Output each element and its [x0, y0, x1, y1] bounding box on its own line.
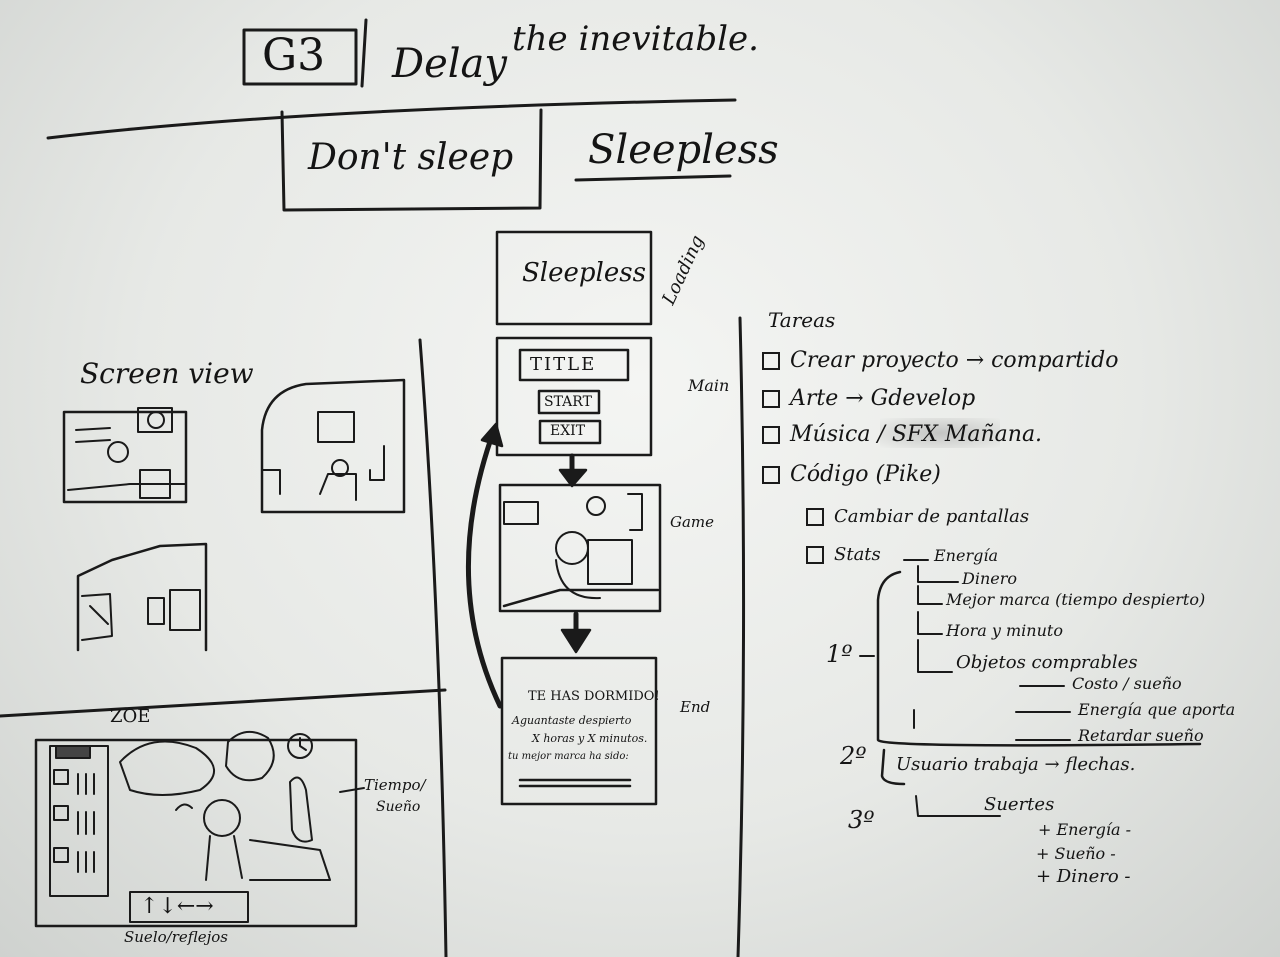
checkbox-icon [806, 508, 824, 526]
task-item-label: Código (Pike) [790, 462, 941, 487]
end-screen-line-3: X horas y X minutos. [532, 732, 648, 745]
checkbox-icon [762, 426, 780, 444]
end-screen-line-4: tu mejor marca ha sido: [508, 751, 629, 762]
end-screen-line-1: TE HAS DORMIDO! [528, 689, 660, 704]
checkbox-icon [762, 352, 780, 370]
suerte-item: + Sueño - [1036, 844, 1116, 863]
task-item-label: Música / SFX Mañana. [790, 422, 1043, 447]
arrow-keys-label: ↑↓←→ [140, 894, 214, 919]
theme-text-delay: Delay [392, 41, 507, 87]
stat-item: Objetos comprables [956, 652, 1138, 673]
suerte-item: + Dinero - [1036, 866, 1131, 887]
main-exit-text: EXIT [550, 423, 586, 439]
object-item: Retardar sueño [1078, 726, 1204, 745]
loading-screen-title: Sleepless [522, 258, 646, 288]
screen-view-label: Screen view [80, 357, 254, 390]
option-sleepless: Sleepless [588, 127, 779, 173]
main-label: Main [688, 376, 730, 395]
priority-1-label: 1º [826, 640, 853, 668]
suertes-heading: Suertes [984, 794, 1055, 815]
priority-3-label: 3º [848, 806, 875, 834]
main-start-text: START [544, 394, 592, 410]
task-item-label: Crear proyecto → compartido [790, 348, 1119, 373]
group-label: G3 [262, 30, 326, 81]
task-item-label: Arte → Gdevelop [790, 386, 976, 411]
priority-2-label: 2º [840, 742, 867, 770]
usuario-trabaja-text: Usuario trabaja → flechas. [896, 754, 1136, 775]
erased-smudge [880, 418, 1000, 448]
suelo-label: Suelo/reflejos [124, 928, 229, 946]
stat-item: Hora y minuto [946, 621, 1063, 640]
checkbox-icon [806, 546, 824, 564]
stat-item: Mejor marca (tiempo despierto) [946, 590, 1206, 609]
checkbox-icon [762, 390, 780, 408]
suerte-item: + Energía - [1038, 820, 1131, 839]
object-item: Energía que aporta [1078, 700, 1236, 719]
stat-item: Dinero [962, 569, 1017, 588]
sueno-label: Sueño [376, 799, 421, 815]
main-title-text: TITLE [530, 354, 597, 375]
task-item: Código (Pike) [762, 464, 941, 486]
end-screen-line-2: Aguantaste despierto [512, 714, 632, 727]
zoe-label: ZOE [110, 706, 151, 727]
option-dont-sleep: Don't sleep [308, 137, 514, 178]
tiempo-label: Tiempo/ [364, 776, 426, 794]
task-item: Crear proyecto → compartido [762, 350, 1118, 372]
object-item: Costo / sueño [1072, 674, 1182, 693]
theme-text-inevitable: the inevitable. [512, 19, 759, 59]
sub-task-label: Stats [834, 544, 881, 565]
game-label: Game [670, 513, 715, 531]
task-item: Arte → Gdevelop [762, 388, 975, 410]
stat-item: Energía [934, 546, 998, 565]
sub-task-item: Stats [806, 546, 881, 564]
tasks-heading: Tareas [768, 308, 836, 332]
checkbox-icon [762, 466, 780, 484]
sub-task-label: Cambiar de pantallas [834, 506, 1030, 527]
task-item: Música / SFX Mañana. [762, 424, 1042, 446]
sub-task-item: Cambiar de pantallas [806, 508, 1029, 526]
end-label: End [680, 698, 711, 716]
